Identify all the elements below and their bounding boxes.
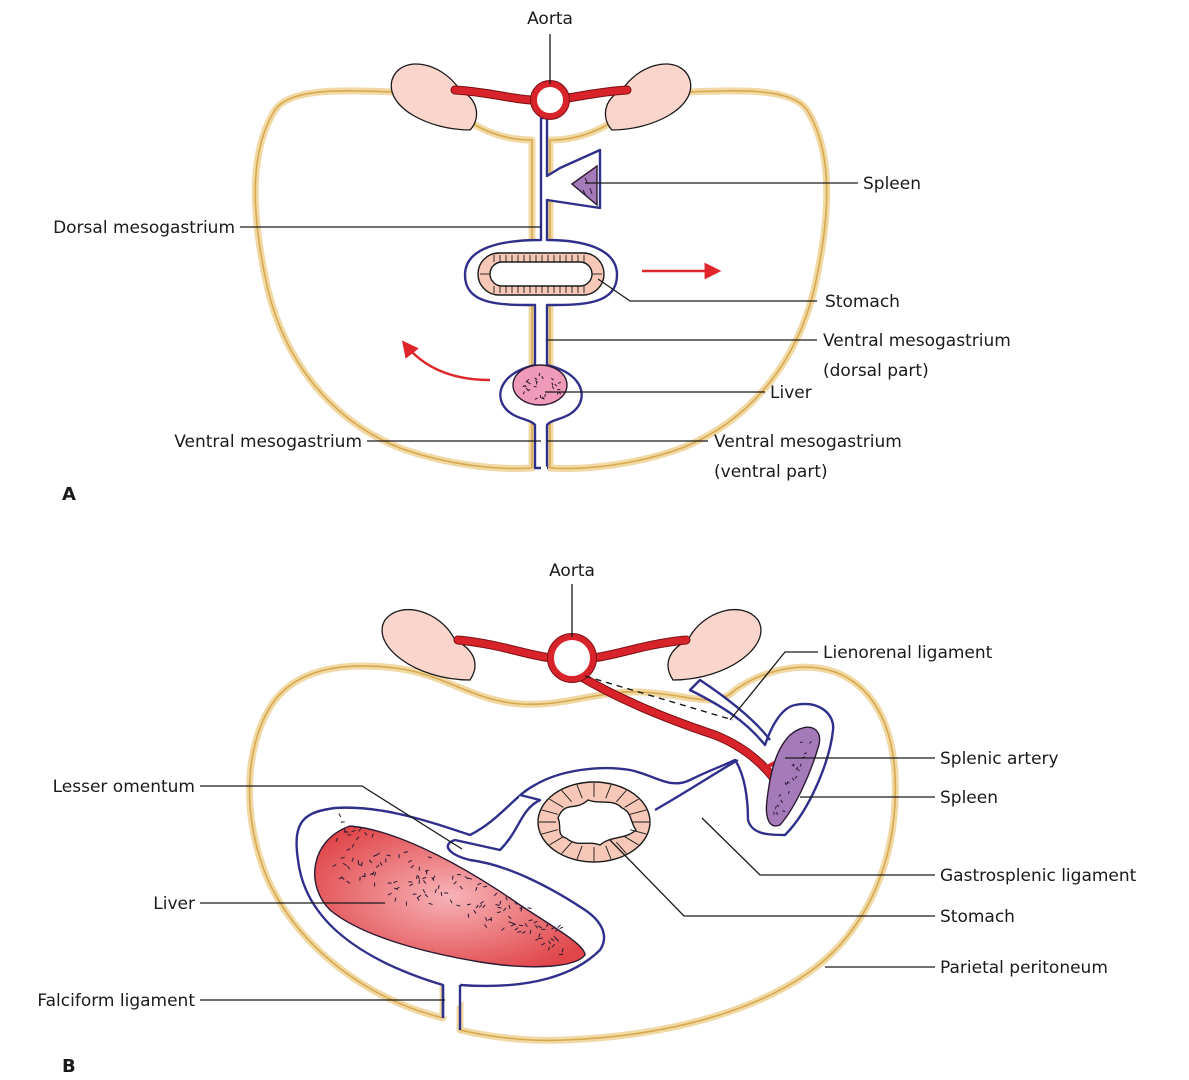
panel-b-label-spleen: Spleen bbox=[940, 788, 998, 808]
panel-a-label-ventral-mesogastrium: Ventral mesogastrium bbox=[174, 432, 362, 452]
panel-a-label-ventral-mesogastrium-dorsal-1: Ventral mesogastrium bbox=[823, 331, 1011, 351]
liver-texture-mark bbox=[344, 829, 345, 833]
panel-a-label-ventral-mesogastrium-dorsal-2: (dorsal part) bbox=[823, 361, 929, 381]
panel-b-label-lienorenal-ligament: Lienorenal ligament bbox=[823, 643, 993, 663]
panel-b-stomach bbox=[538, 782, 650, 862]
panel-a-stomach bbox=[478, 253, 604, 295]
panel-b-letter: B bbox=[62, 1056, 76, 1077]
panel-b-aorta bbox=[551, 637, 593, 679]
panel-a-liver bbox=[513, 365, 567, 405]
panel-a-label-dorsal-mesogastrium: Dorsal mesogastrium bbox=[53, 218, 235, 238]
liver-texture-mark bbox=[539, 373, 540, 376]
panel-b: Aorta Lienorenal ligament Splenic artery… bbox=[37, 561, 1136, 1077]
panel-b-label-parietal-peritoneum: Parietal peritoneum bbox=[940, 958, 1108, 978]
liver-texture-mark bbox=[552, 383, 553, 386]
panel-a-label-liver: Liver bbox=[770, 383, 812, 403]
panel-b-label-liver: Liver bbox=[153, 894, 195, 914]
panel-b-label-splenic-artery: Splenic artery bbox=[940, 749, 1059, 769]
panel-a: Aorta Spleen Dorsal mesogastrium Stomach… bbox=[53, 9, 1011, 505]
panel-b-label-lesser-omentum: Lesser omentum bbox=[53, 777, 195, 797]
panel-b-label-falciform-ligament: Falciform ligament bbox=[37, 991, 195, 1011]
panel-a-label-ventral-mesogastrium-ventral-2: (ventral part) bbox=[714, 462, 828, 482]
panel-b-label-stomach: Stomach bbox=[940, 907, 1015, 927]
panel-a-label-spleen: Spleen bbox=[863, 174, 921, 194]
panel-b-label-gastrosplenic-ligament: Gastrosplenic ligament bbox=[940, 866, 1137, 886]
liver-texture-mark bbox=[519, 925, 523, 926]
panel-b-label-aorta: Aorta bbox=[549, 561, 595, 581]
panel-a-label-aorta: Aorta bbox=[527, 9, 573, 29]
spleen-texture-mark bbox=[800, 742, 803, 743]
liver-texture-mark bbox=[358, 860, 359, 864]
panel-a-aorta bbox=[534, 84, 566, 116]
liver-texture-mark bbox=[483, 886, 487, 887]
panel-a-label-ventral-mesogastrium-ventral-1: Ventral mesogastrium bbox=[714, 432, 902, 452]
panel-a-letter: A bbox=[62, 484, 76, 505]
panel-a-label-stomach: Stomach bbox=[825, 292, 900, 312]
